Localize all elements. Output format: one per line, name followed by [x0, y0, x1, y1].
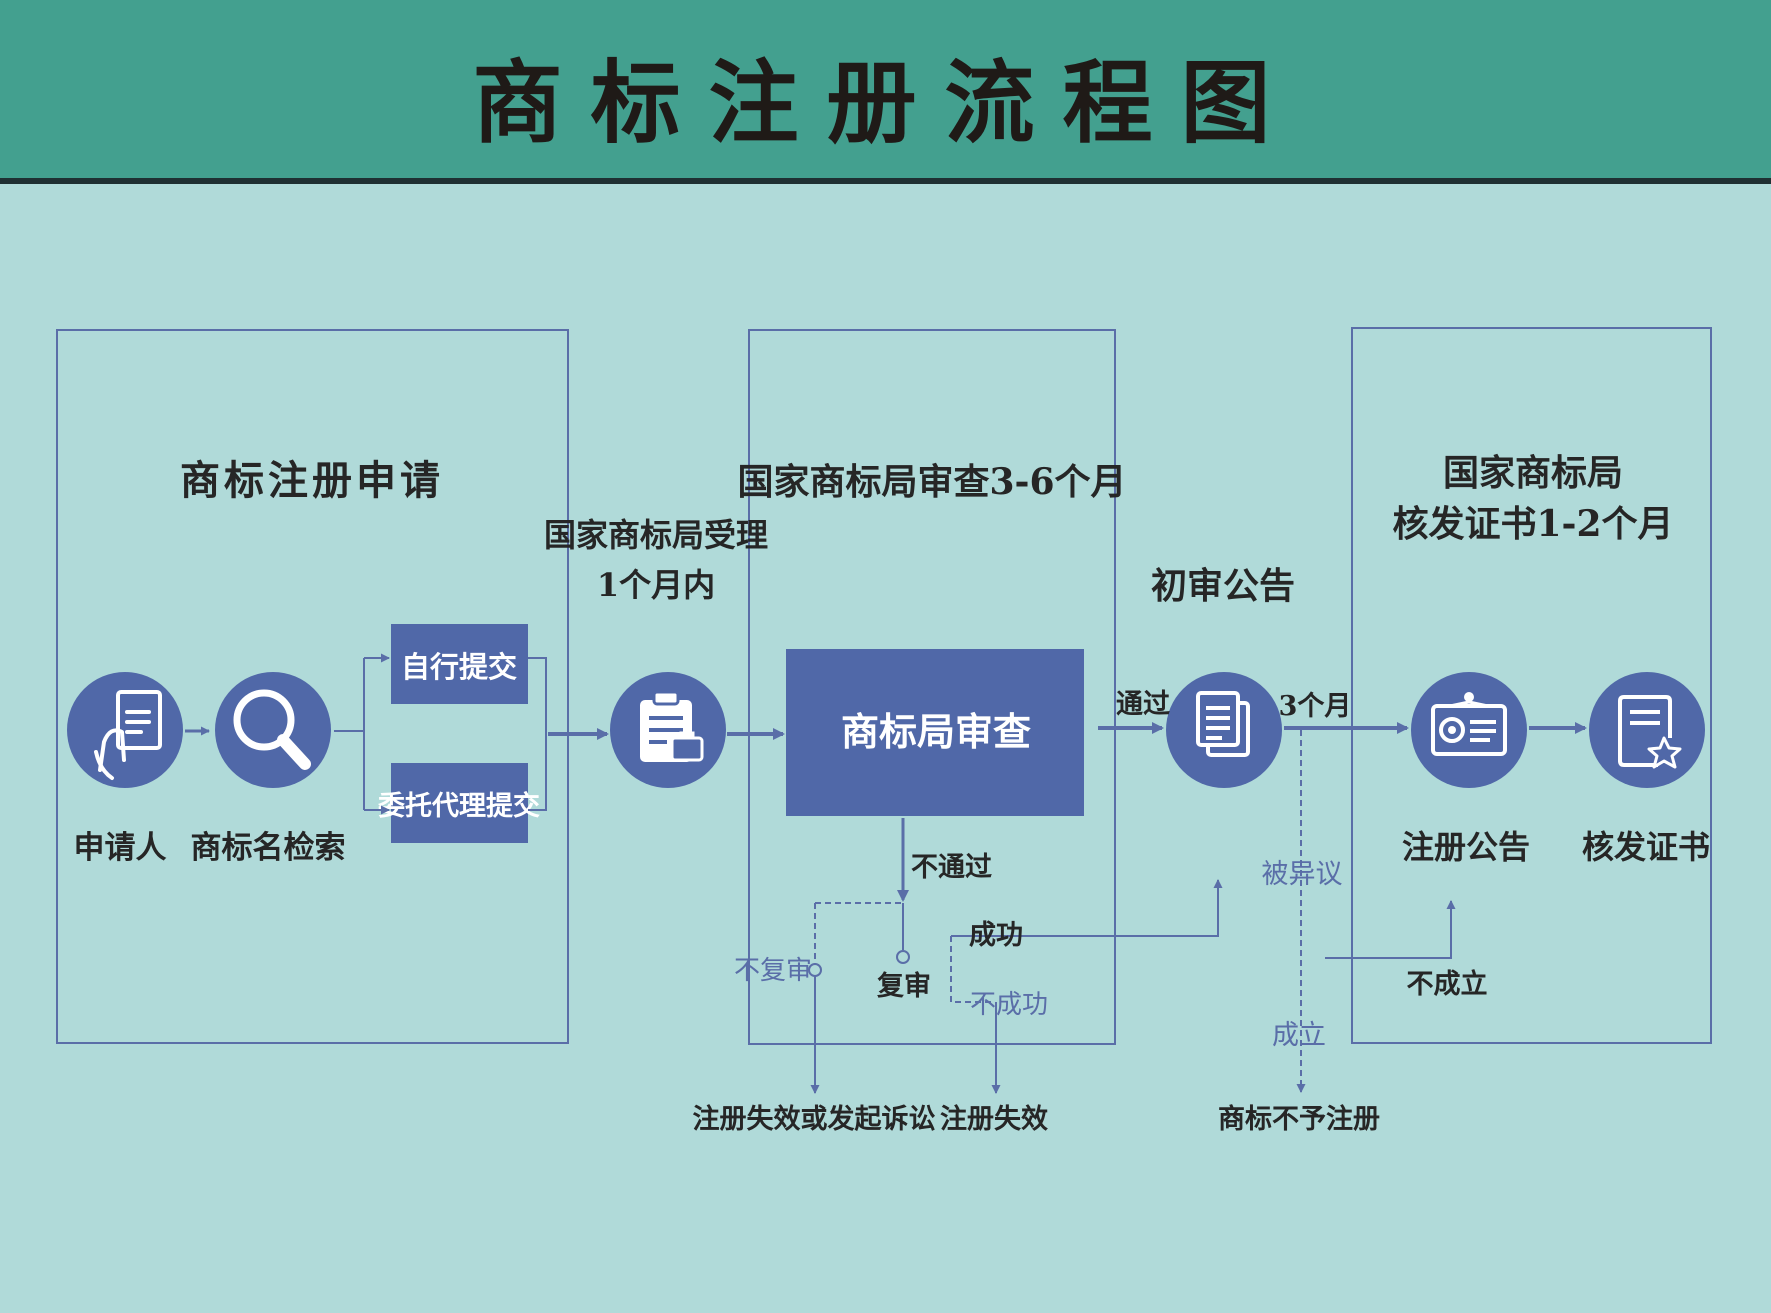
search-label: 商标名检索	[191, 830, 346, 866]
stage-title-certificate-line2: 核发证书1-2个月	[1392, 503, 1673, 545]
edge-label-established: 成立	[1272, 1020, 1326, 1051]
issue-cert-node	[1589, 672, 1705, 788]
reg-notice-label: 注册公告	[1402, 828, 1530, 866]
edge-label-no-success: 不成功	[970, 990, 1048, 1020]
applicant-label: 申请人	[74, 830, 167, 866]
edge-label-fail: 不通过	[911, 852, 992, 883]
applicant-node	[67, 672, 183, 788]
re-review-junction	[897, 951, 909, 963]
outcome-invalid-or-sue: 注册失效或发起诉讼	[693, 1103, 936, 1135]
agent-submit-label: 委托代理提交	[378, 790, 540, 822]
edge-label-three-months: 3个月	[1279, 691, 1352, 722]
accept-node	[610, 672, 726, 788]
prelim-node	[1166, 672, 1282, 788]
prelim-label: 初审公告	[1151, 565, 1295, 607]
edge-label-re-review: 复审	[877, 970, 931, 1002]
acceptance-label-line1: 国家商标局受理	[544, 516, 768, 554]
edge-label-no-review: 不复审	[734, 956, 812, 986]
search-node	[215, 672, 331, 788]
edge-label-opposed: 被异议	[1262, 859, 1343, 890]
edge-label-pass: 通过	[1116, 689, 1170, 720]
edge-label-not-established: 不成立	[1407, 968, 1488, 1000]
stage-title-examination: 国家商标局审查3-6个月	[737, 461, 1126, 503]
reg-notice-node	[1411, 672, 1527, 788]
stage-title-certificate-line1: 国家商标局	[1443, 452, 1623, 494]
issue-cert-label: 核发证书	[1582, 828, 1710, 866]
stage-title-application: 商标注册申请	[180, 457, 444, 504]
self-submit-label: 自行提交	[401, 650, 517, 684]
outcome-invalid: 注册失效	[940, 1103, 1048, 1135]
review-label: 商标局审查	[841, 709, 1031, 754]
acceptance-label-line2: 1个月内	[597, 566, 715, 604]
outcome-refused: 商标不予注册	[1218, 1103, 1380, 1135]
edge-label-success: 成功	[969, 920, 1023, 951]
